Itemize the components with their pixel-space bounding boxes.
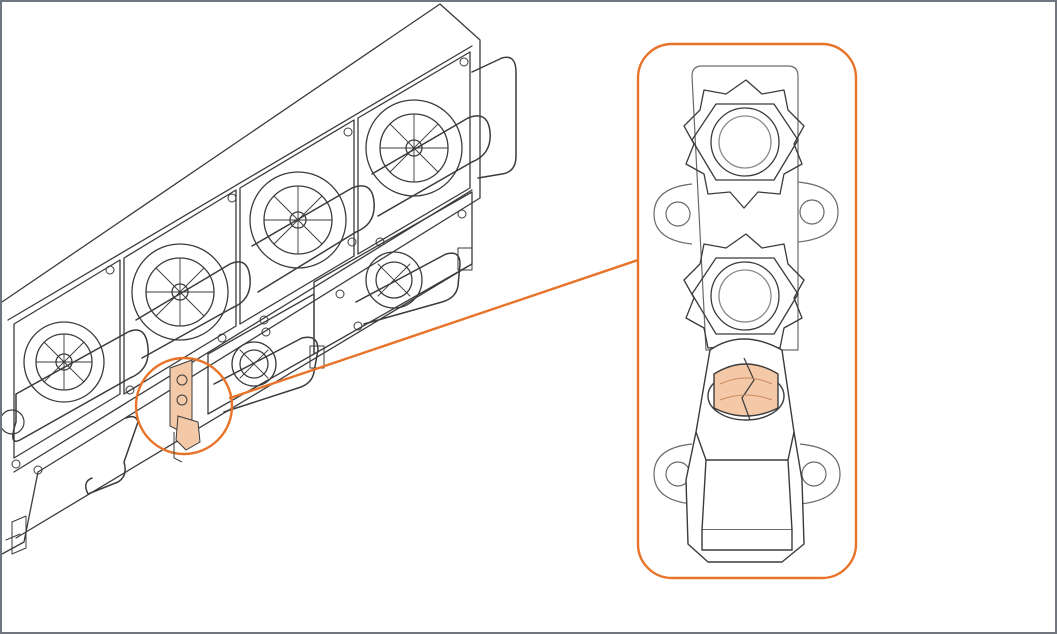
chassis-front-face [7, 45, 473, 321]
chassis-rear-view [2, 3, 517, 555]
ground-lug-small [169, 359, 201, 463]
callout-detail [636, 42, 858, 580]
fan-module-1 [13, 259, 121, 459]
psu-handle-lower-2 [213, 336, 319, 413]
psu-handle-4 [371, 115, 491, 217]
psu-handle-3 [251, 185, 375, 293]
hex-nut-top [683, 79, 805, 209]
psu-handle-lower-1 [355, 252, 461, 325]
fan-module-4 [357, 51, 471, 255]
psu-handle-lower-3 [85, 415, 139, 495]
psu-bay-row [207, 191, 473, 415]
psu-handle-1 [12, 329, 149, 442]
fan-module-3 [239, 119, 355, 325]
callout-leader-line [228, 258, 640, 400]
chassis-lower-edge [13, 189, 473, 473]
ground-lug [685, 338, 805, 563]
psu-handle-top [471, 56, 517, 179]
callout-circle [134, 356, 234, 463]
psu-handle-2 [135, 261, 251, 359]
fan-module-2 [123, 189, 237, 395]
chassis-bracket [5, 515, 27, 555]
chassis-bottom-edge [15, 263, 473, 539]
fan-hub-partial [2, 409, 25, 435]
chassis-top-edge [2, 3, 481, 555]
